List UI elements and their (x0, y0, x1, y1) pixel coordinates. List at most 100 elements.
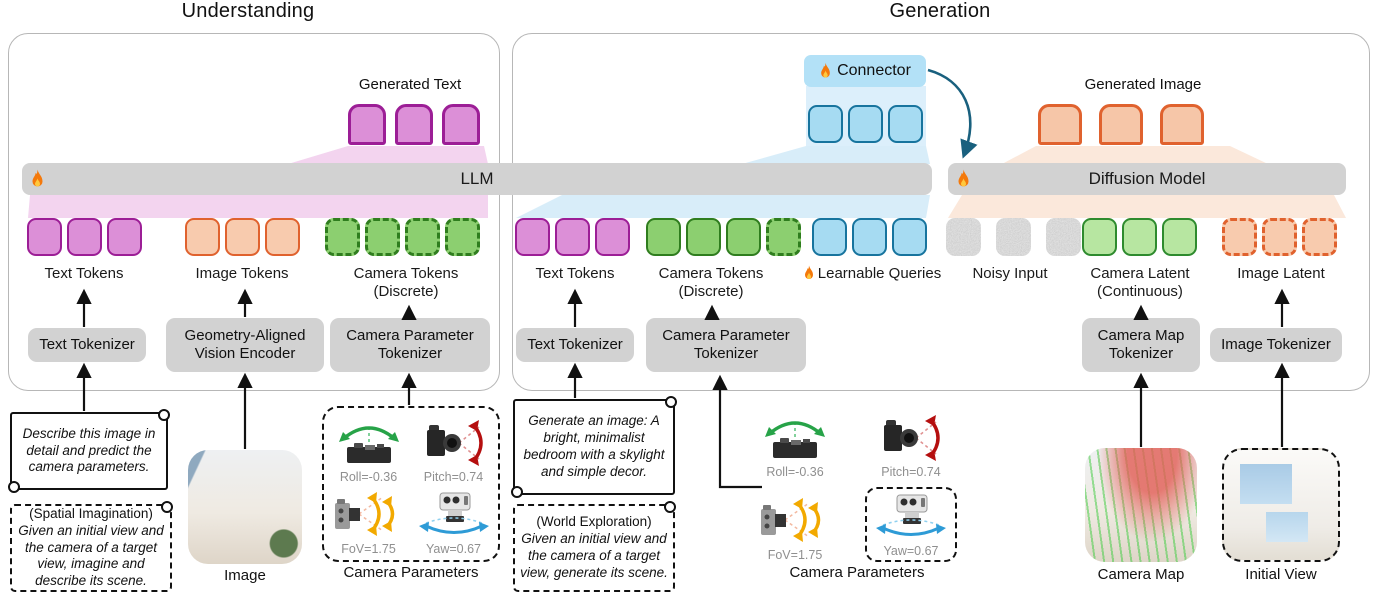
connector-box: Connector (804, 55, 926, 87)
camera-yaw-indicator: Yaw=0.67 (865, 487, 957, 562)
camera-latent-label: Camera Latent (Continuous) (1070, 265, 1210, 300)
token (808, 105, 843, 143)
llm-label: LLM (460, 169, 494, 188)
token (1038, 104, 1082, 145)
gen-camera-tokens-line1: Camera Tokens (658, 265, 764, 282)
token (1222, 218, 1257, 256)
vision-encoder-box: Geometry-Aligned Vision Encoder (166, 318, 324, 372)
pitch-value-label: Pitch=0.74 (423, 470, 484, 484)
yaw-value-label: Yaw=0.67 (883, 544, 939, 558)
camera-fov-indicator: FoV=1.75 (755, 495, 835, 562)
token (348, 104, 386, 145)
roll-camera-icon (338, 426, 399, 463)
roll-value-label: Roll=-0.36 (339, 470, 398, 484)
token (1099, 104, 1143, 145)
trainable-flame-icon (956, 169, 971, 189)
generation-title: Generation (889, 0, 991, 22)
understanding-prompt-scroll: Describe this image in detail and predic… (8, 409, 170, 493)
pitch-camera-icon (426, 420, 483, 466)
text-tokens-label: Text Tokens (44, 265, 124, 282)
learnable-queries-label: Learnable Queries (792, 265, 952, 283)
world-exploration-note: (World Exploration) Given an initial vie… (513, 501, 676, 592)
initial-view-thumbnail (1222, 448, 1340, 562)
generated-text-tokens (348, 104, 480, 145)
generated-image-tokens (1038, 104, 1204, 145)
gen-camera-parameter-tokenizer-box: Camera Parameter Tokenizer (646, 318, 806, 372)
token (27, 218, 62, 256)
understanding-title: Understanding (181, 0, 315, 22)
learnable-queries-text: Learnable Queries (817, 265, 942, 282)
camera-pitch-indicator: Pitch=0.74 (415, 417, 493, 484)
token (1162, 218, 1197, 256)
fov-value-label: FoV=1.75 (767, 548, 823, 562)
token (185, 218, 220, 256)
fov-camera-icon (334, 492, 394, 536)
token (325, 218, 360, 256)
fov-value-label: FoV=1.75 (341, 542, 396, 556)
token (405, 218, 440, 256)
text-tokenizer-box: Text Tokenizer (28, 328, 146, 362)
token (365, 218, 400, 256)
note-tag: (World Exploration) (536, 514, 652, 530)
token (686, 218, 721, 256)
generation-camera-parameters: Roll=-0.36 Pitch=0.74 (740, 404, 966, 562)
understanding-camera-tokens (325, 218, 480, 256)
yaw-value-label: Yaw=0.67 (425, 542, 482, 556)
noisy-input-tokens (946, 218, 1081, 256)
token (595, 218, 630, 256)
camera-map-tokenizer-box: Camera Map Tokenizer (1082, 318, 1200, 372)
camera-latent-line2: (Continuous) (1097, 282, 1183, 300)
image-tokenizer-box: Image Tokenizer (1210, 328, 1342, 362)
generation-camera-tokens (646, 218, 801, 256)
yaw-camera-icon (418, 492, 489, 534)
camera-tokens-line1: Camera Tokens (353, 265, 459, 282)
initial-view-caption: Initial View (1245, 566, 1317, 583)
generation-text-tokens (515, 218, 630, 256)
learnable-query-tokens (812, 218, 927, 256)
connector-label: Connector (837, 62, 911, 79)
token (646, 218, 681, 256)
roll-camera-icon (765, 421, 825, 458)
token (225, 218, 260, 256)
image-latent-label: Image Latent (1237, 265, 1325, 282)
token (812, 218, 847, 256)
camera-roll-indicator: Roll=-0.36 (755, 418, 835, 479)
note-tag: (Spatial Imagination) (29, 505, 153, 521)
pitch-value-label: Pitch=0.74 (881, 465, 941, 479)
generated-text-label: Generated Text (358, 76, 462, 93)
token (1122, 218, 1157, 256)
note-body: Given an initial view and the camera of … (18, 522, 164, 589)
camera-roll-indicator: Roll=-0.36 (329, 423, 409, 484)
token (766, 218, 801, 256)
generated-image-label: Generated Image (1084, 76, 1202, 93)
fov-camera-icon (761, 498, 821, 542)
gen-text-tokenizer-box: Text Tokenizer (516, 328, 634, 362)
token (726, 218, 761, 256)
camera-map-caption: Camera Map (1097, 566, 1185, 583)
understanding-text-tokens (27, 218, 142, 256)
camera-latent-line1: Camera Latent (1090, 265, 1190, 282)
token (107, 218, 142, 256)
camera-latent-tokens (1082, 218, 1197, 256)
trainable-flame-icon (803, 265, 815, 281)
image-latent-tokens (1222, 218, 1337, 256)
camera-tokens-label: Camera Tokens (Discrete) (336, 265, 476, 300)
llm-bar: LLM (22, 163, 932, 195)
trainable-flame-icon (30, 169, 45, 189)
diffusion-model-label: Diffusion Model (1088, 169, 1206, 188)
diffusion-model-bar: Diffusion Model (948, 163, 1346, 195)
gen-text-tokens-label: Text Tokens (535, 265, 615, 282)
roll-value-label: Roll=-0.36 (766, 465, 824, 479)
gen-camera-tokens-label: Camera Tokens (Discrete) (641, 265, 781, 300)
token (848, 105, 883, 143)
token (1302, 218, 1337, 256)
token (265, 218, 300, 256)
gen-camera-parameters-caption: Camera Parameters (789, 564, 925, 581)
noisy-input-label: Noisy Input (972, 265, 1048, 282)
spatial-imagination-note: (Spatial Imagination) Given an initial v… (10, 501, 173, 592)
token (395, 104, 433, 145)
token (1160, 104, 1204, 145)
camera-tokens-line2: (Discrete) (373, 282, 439, 300)
understanding-image-tokens (185, 218, 300, 256)
